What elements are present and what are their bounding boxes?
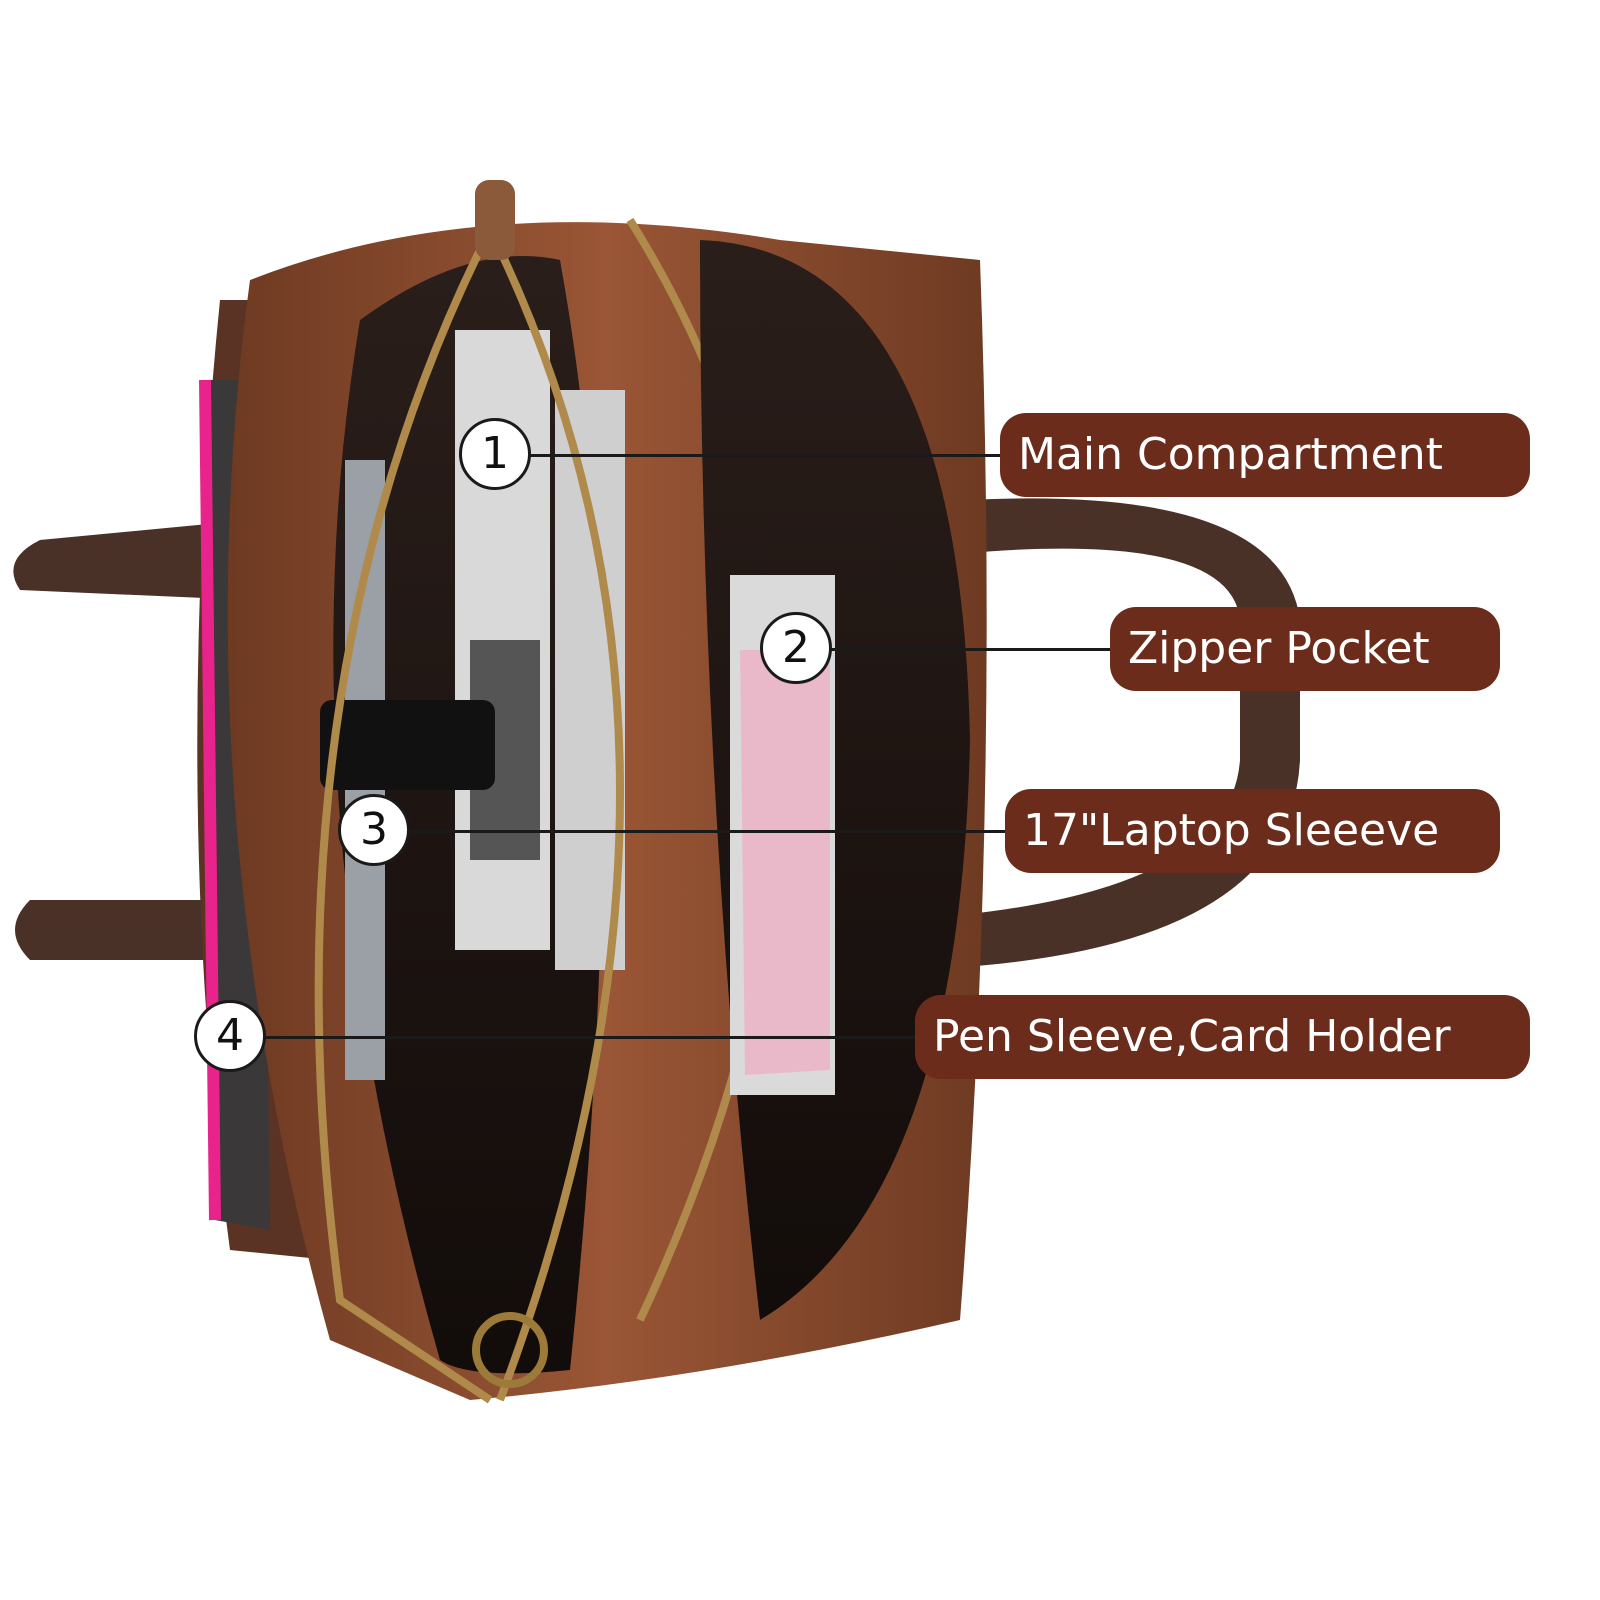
callout-label-pen-sleeve-card-holder: Pen Sleeve,Card Holder: [915, 995, 1530, 1079]
callout-label-zipper-pocket: Zipper Pocket: [1110, 607, 1500, 691]
callout-number-2: 2: [760, 612, 832, 684]
leader-line-4: [265, 1036, 915, 1039]
leader-line-3: [410, 830, 1005, 833]
left-handle: [13, 520, 251, 600]
leader-line-2: [830, 648, 1110, 651]
callout-number-4: 4: [194, 1000, 266, 1072]
callout-number-1: 1: [459, 418, 531, 490]
pink-zip: [199, 379, 221, 1221]
callout-label-laptop-sleeve: 17"Laptop Sleeeve: [1005, 789, 1500, 873]
callout-label-main-compartment: Main Compartment: [1000, 413, 1530, 497]
leader-line-1: [530, 454, 1000, 457]
left-handle-lower: [15, 900, 250, 960]
callout-number-3: 3: [338, 794, 410, 866]
top-tab: [475, 180, 515, 260]
zipper-center: [496, 248, 624, 1402]
elastic-strap: [320, 700, 495, 790]
zipper-left: [314, 248, 493, 1404]
bottom-ring: [472, 1312, 548, 1388]
